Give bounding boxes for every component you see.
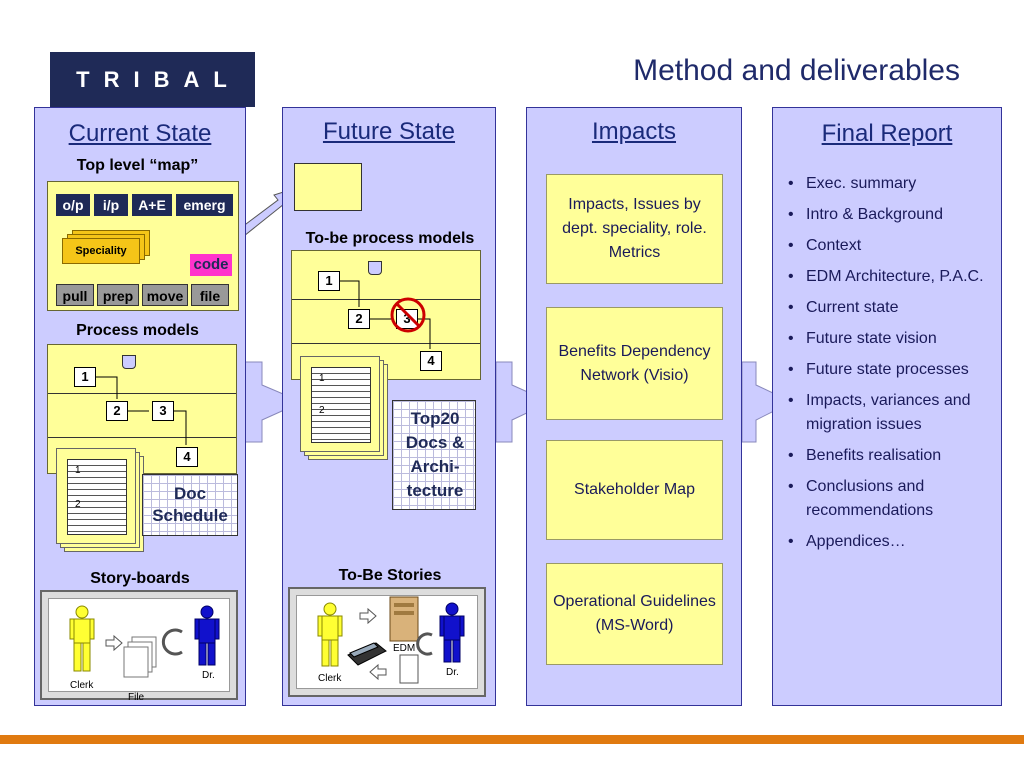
- step-3: 3: [152, 401, 174, 421]
- edm-label: EDM: [393, 643, 416, 654]
- no-entry-icon: [390, 297, 426, 333]
- file-label: File: [128, 692, 145, 703]
- speciality-stack: Speciality: [62, 230, 152, 264]
- future-state-title: Future State: [322, 118, 456, 145]
- step-4: 4: [176, 447, 198, 467]
- story-boards-heading: Story-boards: [90, 570, 190, 587]
- doc-line-2: 2: [75, 499, 81, 510]
- doctor-figure-icon: [194, 605, 220, 666]
- report-item: Current state: [786, 296, 991, 320]
- report-item: Intro & Background: [786, 203, 991, 227]
- footer-bar: [0, 735, 1024, 744]
- future-storyboard: Clerk Dr. EDM: [288, 587, 486, 697]
- tag-pull: pull: [56, 284, 94, 306]
- tag-file: file: [191, 284, 229, 306]
- future-map-box: [294, 163, 362, 211]
- tag-prep: prep: [97, 284, 139, 306]
- code-tag: code: [190, 254, 232, 276]
- step-2: 2: [106, 401, 128, 421]
- tag-ae: A+E: [132, 194, 172, 216]
- process-models-heading: Process models: [76, 322, 199, 339]
- report-item: Context: [786, 234, 991, 258]
- future-step-1: 1: [318, 271, 340, 291]
- printed-doc-icon: [399, 654, 419, 684]
- final-report-title: Final Report: [821, 120, 953, 147]
- future-doc-line-2: 2: [319, 405, 325, 416]
- impacts-box-benefits: Benefits Dependency Network (Visio): [546, 307, 723, 420]
- page-title: Method and deliverables: [633, 54, 960, 87]
- clerk-figure-icon: [69, 605, 95, 672]
- future-step-4: 4: [420, 351, 442, 371]
- arrow-to-clerk-icon: [369, 663, 387, 681]
- edm-server-icon: [389, 596, 419, 642]
- cycle-arrow-icon: [161, 628, 183, 656]
- tribal-logo: TRIBAL: [50, 52, 255, 107]
- future-doctor-figure-icon: [439, 602, 465, 663]
- report-item: Benefits realisation: [786, 444, 991, 468]
- report-item: EDM Architecture, P.A.C.: [786, 265, 991, 289]
- future-storyboard-figures: [317, 596, 465, 684]
- impacts-box-guidelines: Operational Guidelines (MS-Word): [546, 563, 723, 665]
- future-step-3: 3: [396, 309, 418, 329]
- scanner-icon: [347, 642, 387, 666]
- impacts-box-stakeholder: Stakeholder Map: [546, 440, 723, 540]
- top-level-map-heading: Top level “map”: [76, 157, 199, 174]
- tag-move: move: [142, 284, 188, 306]
- doc-schedule: Doc Schedule: [142, 474, 238, 536]
- future-doctor-label: Dr.: [446, 667, 459, 678]
- top-level-map: o/p i/p A+E emerg Speciality code pull p…: [47, 181, 239, 311]
- future-doc-stack: 1 2: [300, 356, 390, 460]
- top20-label: Top20 Docs & Archi-tecture: [405, 409, 465, 500]
- future-cycle-arrow-icon: [416, 632, 433, 656]
- future-clerk-figure-icon: [317, 602, 343, 667]
- tag-emerg: emerg: [176, 194, 233, 216]
- tag-ip: i/p: [94, 194, 128, 216]
- storyboard-figures: [69, 605, 220, 678]
- impacts-box-issues: Impacts, Issues by dept. speciality, rol…: [546, 174, 723, 284]
- future-step-2: 2: [348, 309, 370, 329]
- to-be-process-heading: To-be process models: [305, 230, 475, 247]
- step-connectors: [96, 376, 187, 445]
- step-1: 1: [74, 367, 96, 387]
- start-shape-icon: [122, 355, 136, 369]
- current-state-title: Current State: [68, 120, 212, 147]
- file-stack-icon: [123, 636, 157, 678]
- future-start-shape-icon: [368, 261, 382, 275]
- tag-op: o/p: [56, 194, 90, 216]
- current-storyboard: Clerk Dr. File: [40, 590, 238, 703]
- future-clerk-label: Clerk: [318, 673, 342, 684]
- doc-schedule-label: Doc Schedule: [152, 484, 228, 525]
- right-arrow-icon: [105, 634, 123, 652]
- future-doc-line-1: 1: [319, 373, 325, 384]
- report-item: Exec. summary: [786, 172, 991, 196]
- report-item: Impacts, variances and migration issues: [786, 389, 991, 437]
- doctor-label: Dr.: [202, 670, 215, 681]
- report-item: Conclusions and recommendations: [786, 475, 991, 523]
- report-item: Future state vision: [786, 327, 991, 351]
- report-item: Appendices…: [786, 530, 991, 554]
- future-step-connectors: [340, 280, 431, 349]
- clerk-label: Clerk: [70, 680, 94, 691]
- arrow-to-server-icon: [359, 607, 377, 625]
- report-item: Future state processes: [786, 358, 991, 382]
- top20-docs: Top20 Docs & Archi-tecture: [392, 400, 476, 510]
- doc-line-1: 1: [75, 465, 81, 476]
- impacts-title: Impacts: [591, 118, 677, 145]
- final-report-list: Exec. summary Intro & Background Context…: [786, 172, 991, 561]
- to-be-stories-heading: To-Be Stories: [338, 567, 442, 584]
- speciality-label: Speciality: [62, 238, 140, 264]
- current-doc-stack: 1 2: [56, 448, 146, 552]
